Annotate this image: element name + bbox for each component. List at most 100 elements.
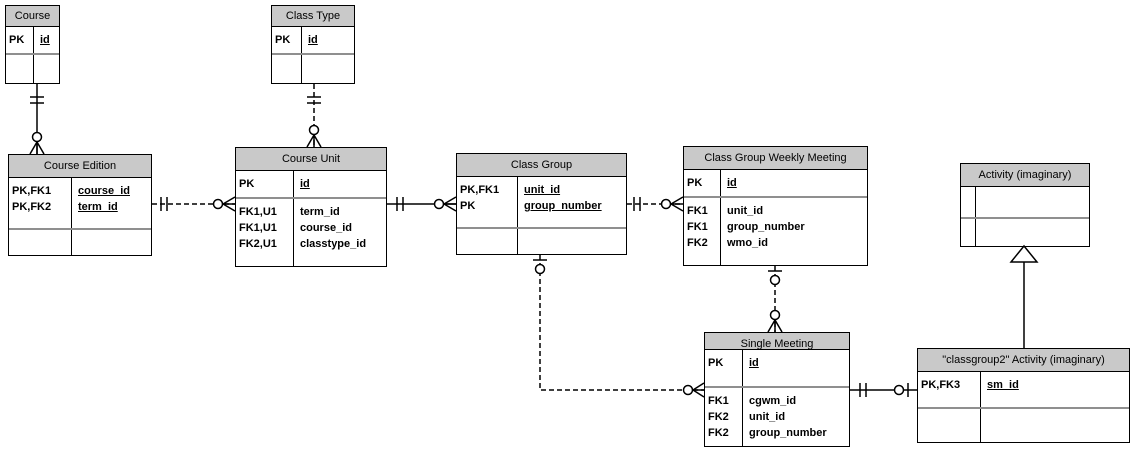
- key-column: PK: [705, 350, 743, 386]
- entity-course-edition-title: Course Edition: [9, 155, 151, 178]
- attribute-column: [72, 230, 151, 255]
- key-cell: PK: [9, 34, 25, 46]
- entity-section: [272, 53, 354, 83]
- key-cell: PK: [708, 357, 724, 369]
- entity-single-meeting-title: Single Meeting: [705, 333, 849, 350]
- attribute-cell: term_id: [78, 201, 118, 213]
- key-column: PK: [684, 170, 721, 196]
- entity-activity-body: [961, 187, 1089, 246]
- attribute-column: [302, 55, 354, 83]
- attribute-cell: classtype_id: [300, 238, 367, 250]
- attribute-cell: unit_id: [749, 411, 786, 423]
- key-cell: FK1,U1: [239, 206, 277, 218]
- attribute-cell: id: [40, 34, 50, 46]
- entity-course-body: PK id: [6, 27, 59, 83]
- entity-section: [961, 217, 1089, 246]
- key-cell: PK: [275, 34, 291, 46]
- key-cell: PK,FK2: [12, 201, 52, 213]
- inheritance-classgroup2-activity: [1009, 244, 1039, 348]
- attribute-column: [976, 219, 1089, 246]
- entity-section: [9, 228, 151, 255]
- key-cell: PK,FK1: [12, 185, 52, 197]
- entity-section: [918, 407, 1129, 442]
- entity-class-type-title: Class Type: [272, 6, 354, 27]
- attribute-column: term_id course_id classtype_id: [294, 199, 386, 266]
- entity-section: PK id: [684, 170, 867, 196]
- attribute-column: sm_id: [981, 372, 1129, 407]
- key-cell: FK2: [708, 427, 729, 439]
- relationship-course-course-edition: [29, 84, 45, 155]
- attribute-column: id: [302, 27, 354, 53]
- relationship-class-group-single-meeting: [533, 255, 705, 398]
- key-cell: FK1: [687, 205, 708, 217]
- attribute-column: id: [743, 350, 849, 386]
- attribute-column: [34, 55, 59, 83]
- entity-section: PK id: [272, 27, 354, 53]
- key-cell: FK2,U1: [239, 238, 277, 250]
- entity-cgwm-title: Class Group Weekly Meeting: [684, 147, 867, 170]
- attribute-cell: group_number: [524, 200, 602, 212]
- relationship-course-unit-class-group: [387, 196, 457, 212]
- attribute-column: cgwm_id unit_id group_number: [743, 388, 849, 446]
- attribute-column: [976, 187, 1089, 217]
- attribute-cell: cgwm_id: [749, 395, 797, 407]
- entity-section: PK id: [236, 171, 386, 197]
- relationship-single-meeting-classgroup2: [850, 383, 917, 397]
- key-column: PK: [236, 171, 294, 197]
- key-column: PK: [272, 27, 302, 53]
- key-cell: PK,FK1: [460, 184, 500, 196]
- key-column: [961, 187, 976, 217]
- attribute-column: id: [34, 27, 59, 53]
- key-column: [6, 55, 34, 83]
- entity-section: PK id: [705, 350, 849, 386]
- key-column: [961, 219, 976, 246]
- key-column: [918, 409, 981, 442]
- attribute-column: [981, 409, 1129, 442]
- attribute-cell: id: [308, 34, 318, 46]
- key-cell: FK1,U1: [239, 222, 277, 234]
- entity-class-type: Class Type PK id: [271, 5, 355, 84]
- entity-course: Course PK id: [5, 5, 60, 84]
- entity-section: PK,FK3 sm_id: [918, 372, 1129, 407]
- attribute-cell: unit_id: [524, 184, 561, 196]
- key-column: [272, 55, 302, 83]
- key-column: [9, 230, 72, 255]
- entity-course-title: Course: [6, 6, 59, 27]
- attribute-column: unit_id group_number: [518, 177, 626, 227]
- relationship-class-type-course-unit: [306, 84, 322, 148]
- attribute-cell: id: [749, 357, 759, 369]
- attribute-column: id: [294, 171, 386, 197]
- attribute-cell: course_id: [300, 222, 352, 234]
- key-column: PK: [6, 27, 34, 53]
- attribute-cell: sm_id: [987, 379, 1019, 391]
- key-column: PK,FK3: [918, 372, 981, 407]
- key-cell: PK: [239, 178, 255, 190]
- entity-course-unit-title: Course Unit: [236, 148, 386, 171]
- attribute-cell: term_id: [300, 206, 340, 218]
- entity-section: PK id: [6, 27, 59, 53]
- attribute-cell: group_number: [749, 427, 827, 439]
- entity-class-type-body: PK id: [272, 27, 354, 83]
- relationship-class-group-cgwm: [627, 196, 684, 212]
- entity-section: [6, 53, 59, 83]
- key-column: [457, 229, 518, 254]
- entity-activity-title: Activity (imaginary): [961, 164, 1089, 187]
- relationship-course-edition-course-unit: [152, 196, 236, 212]
- attribute-cell: id: [727, 177, 737, 189]
- attribute-cell: id: [300, 178, 310, 190]
